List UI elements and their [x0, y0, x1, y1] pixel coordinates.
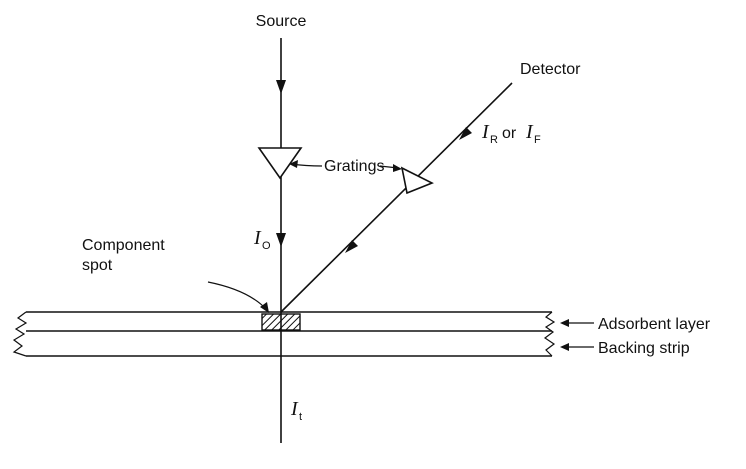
i-t-label: I t — [290, 398, 302, 423]
i-r-or-i-f-label: I R or I F — [481, 121, 541, 146]
component-spot-pointer — [207, 281, 267, 310]
i-f-main: I — [525, 121, 534, 143]
i-zero-main: I — [253, 227, 262, 249]
detector-label: Detector — [520, 61, 581, 78]
component-spot-label-line1: Component — [82, 237, 165, 254]
source-label: Source — [256, 13, 307, 30]
plate-left-torn-edge — [12, 311, 28, 357]
source-arrowhead — [276, 80, 286, 94]
gratings-pointer-left-head — [289, 160, 298, 168]
grating-diagonal — [400, 166, 434, 195]
gratings-label: Gratings — [324, 158, 384, 175]
plate-right-torn-edge — [543, 311, 556, 357]
adsorbent-pointer-head — [560, 319, 569, 327]
plate — [12, 311, 556, 357]
vertical-beam — [276, 38, 286, 443]
backing-strip-label: Backing strip — [598, 340, 690, 357]
i-r-sub: R — [490, 134, 498, 146]
gratings-pointers — [289, 160, 402, 172]
reflected-beam — [280, 82, 513, 313]
gratings-pointer-right-head — [393, 164, 402, 172]
incident-arrowhead — [276, 233, 286, 247]
component-spot-label-line2: spot — [82, 257, 113, 274]
backing-pointer-head — [560, 343, 569, 351]
adsorbent-layer-label: Adsorbent layer — [598, 316, 711, 333]
i-zero-sub: O — [262, 240, 271, 252]
reflected-arrowhead-upper — [459, 127, 472, 140]
i-t-main: I — [290, 398, 299, 420]
reflected-beam-line — [280, 82, 513, 313]
i-f-sub: F — [534, 134, 541, 146]
i-t-sub: t — [299, 411, 302, 423]
or-word: or — [502, 125, 517, 142]
grating-vertical — [257, 147, 303, 180]
layer-pointers — [560, 319, 594, 351]
i-zero-label: I O — [253, 227, 271, 252]
i-r-main: I — [481, 121, 490, 143]
reflected-arrowhead-lower — [345, 240, 358, 253]
component-spot-pointer-head — [260, 302, 269, 313]
